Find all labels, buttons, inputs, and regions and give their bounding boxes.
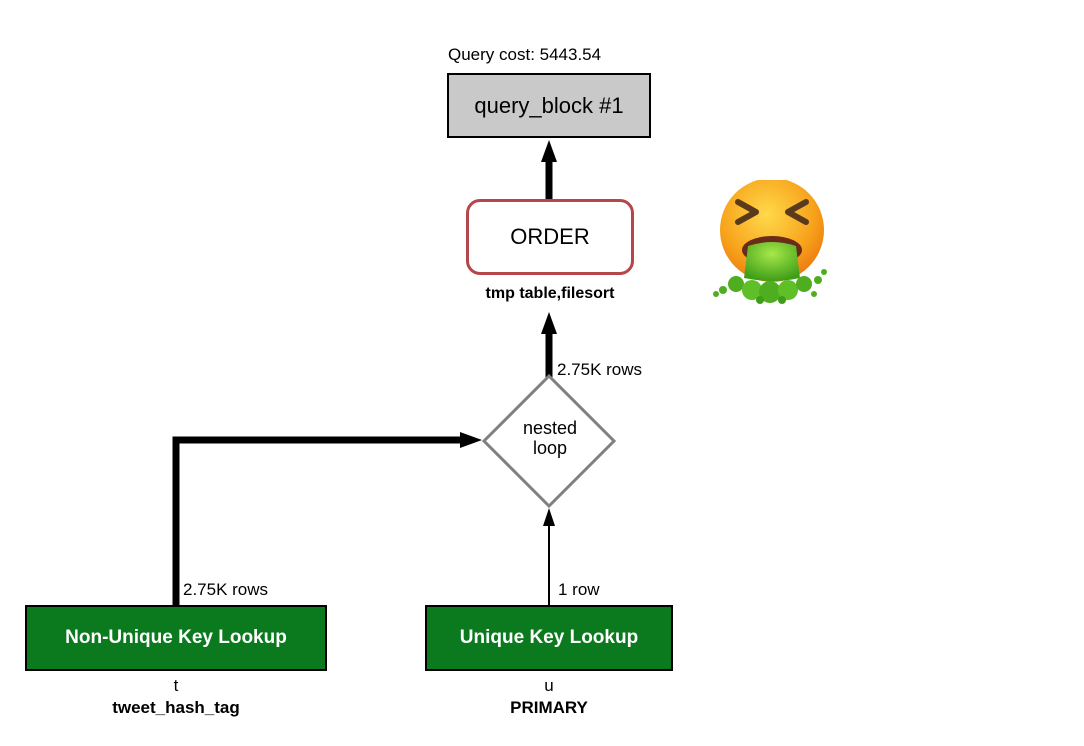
right-table-key: PRIMARY: [510, 698, 588, 717]
unique-key-lookup-label: Unique Key Lookup: [459, 627, 639, 648]
nested-loop-label-line1: nested: [522, 418, 578, 438]
right-table-alias: u: [544, 676, 554, 695]
query-block-node[interactable]: query_block #1: [447, 73, 651, 138]
arrowhead-nested-loop-bottom: [543, 508, 555, 526]
unique-key-lookup-node[interactable]: Unique Key Lookup: [425, 605, 673, 671]
order-node[interactable]: ORDER: [466, 199, 634, 275]
right-lookup-rows-label: 1 row: [558, 580, 600, 599]
arrowhead-query-block: [541, 140, 557, 162]
nested-loop-label-line2: loop: [532, 438, 568, 458]
left-table-key: tweet_hash_tag: [112, 698, 240, 717]
face-vomiting-emoji: [713, 180, 827, 304]
edge-left-lookup-to-nested-loop: [172, 436, 462, 605]
query-block-label: query_block #1: [474, 92, 624, 118]
non-unique-key-lookup-label: Non-Unique Key Lookup: [65, 627, 287, 648]
nested-loop-diamond: [481, 373, 617, 509]
left-lookup-rows-label: 2.75K rows: [183, 580, 269, 599]
nested-loop-label[interactable]: nested loop: [484, 418, 616, 458]
order-sublabel: tmp table,filesort: [485, 285, 615, 302]
arrowhead-nested-loop-left: [460, 432, 482, 448]
left-table-alias: t: [173, 676, 179, 695]
order-label: ORDER: [510, 224, 590, 249]
non-unique-key-lookup-node[interactable]: Non-Unique Key Lookup: [25, 605, 327, 671]
nested-loop-rows-label: 2.75K rows: [557, 360, 643, 379]
arrowhead-order: [541, 312, 557, 334]
query-cost-label: Query cost: 5443.54: [448, 45, 602, 64]
